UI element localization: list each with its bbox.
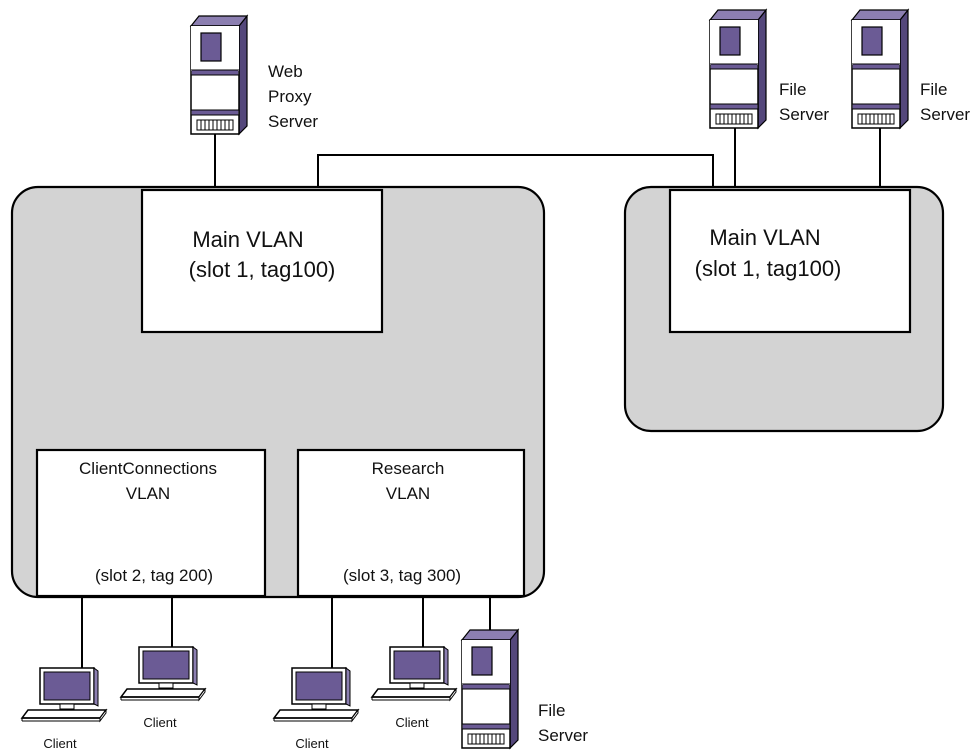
computer-icon: [120, 646, 206, 701]
research-vlan-label: VLAN: [386, 484, 430, 503]
client-1-label: Client: [43, 736, 77, 751]
client-connections-vlan-box: [35, 448, 267, 598]
file-server-3: File Server: [461, 629, 588, 749]
server-icon: [190, 15, 248, 135]
client-4: Client: [371, 646, 457, 730]
computer-icon: [371, 646, 457, 701]
client-connections-vlan-name: ClientConnections: [79, 459, 217, 478]
client-connections-vlan-detail: (slot 2, tag 200): [95, 566, 213, 585]
web-proxy-server-label-2: Proxy: [268, 87, 312, 106]
client-3: Client: [273, 667, 359, 751]
file-server-1-label-1: File: [779, 80, 806, 99]
connection-lines: [81, 128, 881, 668]
research-vlan-detail: (slot 3, tag 300): [343, 566, 461, 585]
client-2: Client: [120, 646, 206, 730]
main-vlan-right-name: Main VLAN: [709, 225, 820, 250]
main-vlan-right-detail: (slot 1, tag100): [695, 256, 842, 281]
computer-icon: [21, 667, 107, 722]
client-4-label: Client: [395, 715, 429, 730]
right-switch: Main VLAN (slot 1, tag100): [623, 185, 945, 433]
file-server-1: File Server: [709, 9, 829, 129]
client-2-label: Client: [143, 715, 177, 730]
file-server-2: File Server: [851, 9, 970, 129]
server-icon: [851, 9, 909, 129]
research-vlan-box: [296, 448, 526, 598]
main-vlan-left-box: [140, 188, 384, 334]
file-server-3-label-2: Server: [538, 726, 588, 745]
file-server-2-label-2: Server: [920, 105, 970, 124]
client-connections-vlan-label: VLAN: [126, 484, 170, 503]
wire-main-vlan-inter-switch: [317, 154, 714, 190]
file-server-3-label-1: File: [538, 701, 565, 720]
research-vlan-name: Research: [372, 459, 445, 478]
left-switch: Main VLAN (slot 1, tag100) ClientConnect…: [10, 185, 546, 599]
file-server-1-label-2: Server: [779, 105, 829, 124]
server-icon: [461, 629, 519, 749]
main-vlan-right-box: [668, 188, 912, 334]
file-server-2-label-1: File: [920, 80, 947, 99]
computer-icon: [273, 667, 359, 722]
web-proxy-server: Web Proxy Server: [190, 15, 318, 135]
server-icon: [709, 9, 767, 129]
client-3-label: Client: [295, 736, 329, 751]
client-1: Client: [21, 667, 107, 751]
web-proxy-server-label-3: Server: [268, 112, 318, 131]
main-vlan-left-name: Main VLAN: [192, 227, 303, 252]
main-vlan-left-detail: (slot 1, tag100): [189, 257, 336, 282]
web-proxy-server-label-1: Web: [268, 62, 303, 81]
